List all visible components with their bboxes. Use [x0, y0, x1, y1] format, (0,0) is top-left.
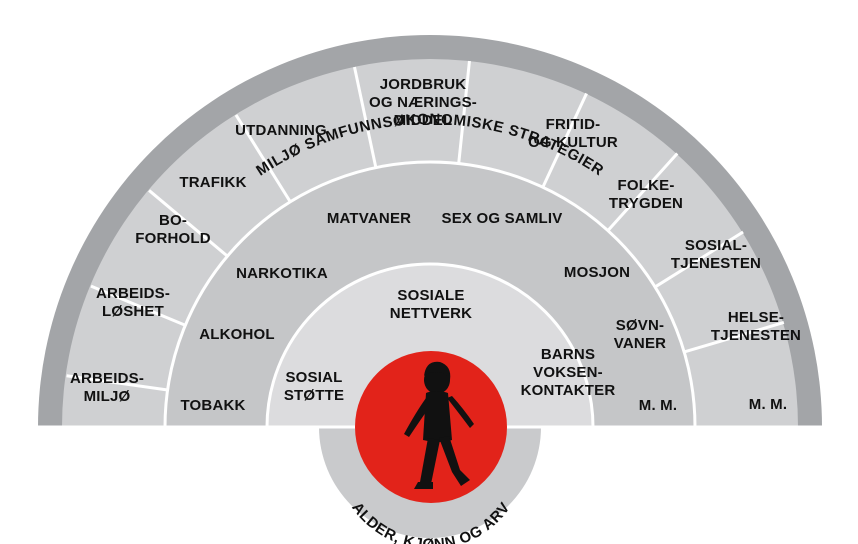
- outer-ring-divider: [148, 189, 229, 258]
- outer-ring-divider: [353, 66, 378, 169]
- outer-ring-divider: [684, 321, 785, 354]
- middle-ring-label-line: VANER: [614, 335, 666, 352]
- outer-segment-label-line: MIDDEL: [394, 112, 453, 129]
- middle-ring-inner-edge: [163, 160, 697, 428]
- outer-segment-label-line: FOLKE-: [617, 177, 674, 194]
- inner-ring-label-line: SOSIALE: [397, 287, 464, 304]
- middle-ring-label-4: MATVANER: [327, 210, 411, 227]
- outer-segment-label-line: M. M.: [749, 396, 788, 413]
- outer-segment-label-line: SOSIAL-: [685, 237, 747, 254]
- outer-segment-label-line: OG KULTUR: [528, 134, 618, 151]
- middle-ring-label-line: TOBAKK: [180, 397, 245, 414]
- middle-ring-label-8: M. M.: [639, 397, 678, 414]
- outer-segment-label-1: ARBEIDS-MILJØ: [70, 370, 144, 405]
- outer-segment-label-8: FOLKE-TRYGDEN: [609, 177, 683, 212]
- inner-ring-label-line: SOSIAL: [285, 369, 342, 386]
- inner-ring-band: [267, 264, 593, 427]
- middle-ring-label-line: SEX OG SAMLIV: [442, 210, 563, 227]
- outer-segment-label-line: OG NÆRINGS-: [369, 94, 477, 111]
- middle-ring-label-5: SEX OG SAMLIV: [442, 210, 563, 227]
- middle-ring-label-line: MOSJON: [564, 264, 630, 281]
- middle-ring-label-1: TOBAKK: [180, 397, 245, 414]
- inner-ring-edge: [265, 262, 595, 428]
- outer-segment-label-10: HELSE-TJENESTEN: [711, 309, 801, 344]
- outer-segment-label-line: TRAFIKK: [179, 174, 246, 191]
- middle-ring-label-3: NARKOTIKA: [236, 265, 328, 282]
- walking-child-icon: [404, 361, 474, 489]
- middle-ring-label-line: MATVANER: [327, 210, 411, 227]
- inner-ring-label-line: NETTVERK: [390, 305, 472, 322]
- middle-ring-label-line: SØVN-: [616, 317, 665, 334]
- outer-ring-dividers: [66, 60, 785, 392]
- outer-segment-label-line: HELSE-: [728, 309, 784, 326]
- middle-ring-label-line: ALKOHOL: [199, 326, 275, 343]
- outer-ring-divider: [90, 284, 187, 327]
- outer-segment-label-line: FORHOLD: [135, 230, 211, 247]
- outer-segment-label-line: TRYGDEN: [609, 195, 683, 212]
- outer-segment-label-11: M. M.: [749, 396, 788, 413]
- outer-ring-divider: [66, 374, 169, 392]
- middle-ring-label-line: M. M.: [639, 397, 678, 414]
- outer-segment-label-5: UTDANNING: [235, 122, 327, 139]
- middle-ring-label-7: SØVN-VANER: [614, 317, 666, 352]
- inner-ring-label-line: KONTAKTER: [521, 382, 616, 399]
- outer-ring-divider: [457, 60, 471, 164]
- middle-ring-label-line: NARKOTIKA: [236, 265, 328, 282]
- outer-ring-divider: [234, 114, 292, 204]
- outer-segment-label-line: FRITID-: [546, 116, 601, 133]
- middle-ring-label-2: ALKOHOL: [199, 326, 275, 343]
- outer-segment-label-line: TJENESTEN: [711, 327, 801, 344]
- outer-ring-divider: [541, 92, 588, 188]
- outer-segment-label-4: TRAFIKK: [179, 174, 246, 191]
- outer-segment-label-line: UTDANNING: [235, 122, 327, 139]
- outer-segment-label-line: TJENESTEN: [671, 255, 761, 272]
- outer-segment-label-line: MILJØ: [84, 388, 131, 405]
- outer-segment-label-9: SOSIAL-TJENESTEN: [671, 237, 761, 272]
- inner-ring-label-line: VOKSEN-: [533, 364, 603, 381]
- outer-segment-label-3: BO-FORHOLD: [135, 212, 211, 247]
- outer-segment-label-line: BO-: [159, 212, 187, 229]
- middle-ring-label-6: MOSJON: [564, 264, 630, 281]
- outer-segment-label-line: ARBEIDS-: [96, 285, 170, 302]
- outer-segment-label-7: FRITID-OG KULTUR: [528, 116, 618, 151]
- outer-segment-label-line: ARBEIDS-: [70, 370, 144, 387]
- outer-segment-label-line: LØSHET: [102, 303, 164, 320]
- outer-segment-label-2: ARBEIDS-LØSHET: [96, 285, 170, 320]
- inner-ring-label-line: STØTTE: [284, 387, 344, 404]
- outer-ring-divider: [607, 152, 679, 232]
- outer-segment-label-line: JORDBRUK: [380, 76, 467, 93]
- outer-ring-divider: [654, 230, 744, 288]
- inner-ring-label-line: BARNS: [541, 346, 595, 363]
